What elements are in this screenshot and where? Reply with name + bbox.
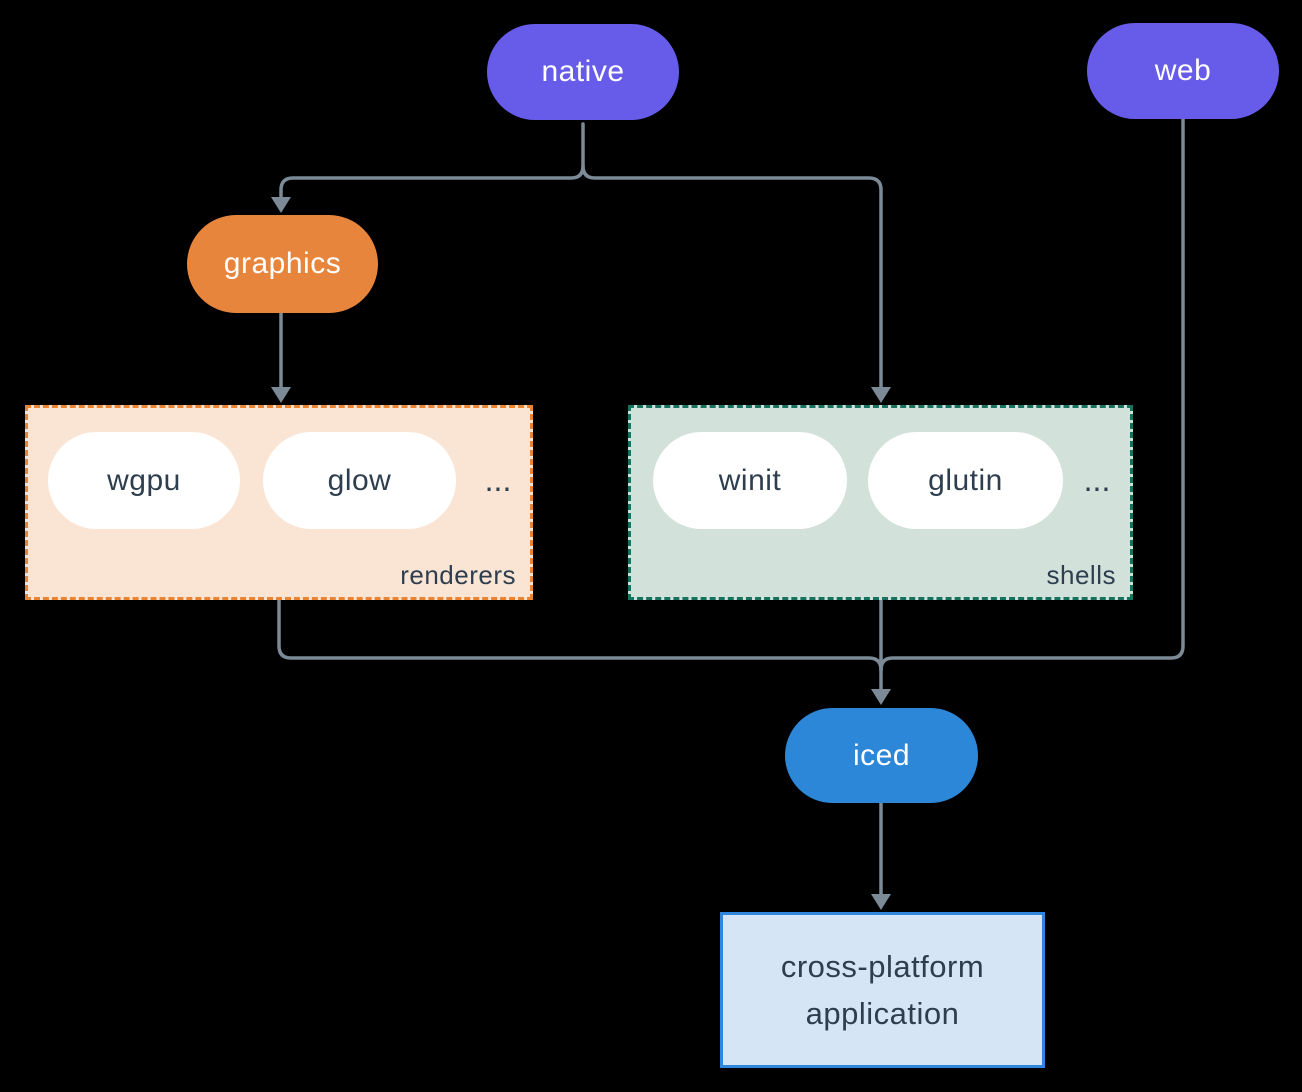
node-glow-label: glow — [327, 463, 392, 497]
group-renderers: wgpu glow ... renderers — [25, 405, 533, 600]
edge-renderers-to-merge — [277, 598, 883, 672]
shells-ellipsis: ... — [1083, 462, 1111, 498]
renderers-group-label: renderers — [400, 560, 516, 590]
node-cross-platform-application: cross-platform application — [720, 912, 1045, 1068]
node-graphics: graphics — [187, 215, 378, 313]
node-iced: iced — [785, 708, 978, 803]
node-winit: winit — [653, 432, 847, 529]
node-glutin: glutin — [868, 432, 1063, 529]
shells-group-label: shells — [1046, 560, 1116, 590]
arrowhead-into-graphics-icon — [271, 197, 291, 213]
node-wgpu: wgpu — [48, 432, 240, 529]
group-shells: winit glutin ... shells — [628, 405, 1133, 600]
node-winit-label: winit — [718, 463, 782, 497]
app-label-line2: application — [805, 996, 960, 1031]
edge-native-split-left — [279, 122, 585, 199]
node-web: web — [1087, 23, 1279, 119]
node-glutin-label: glutin — [928, 463, 1003, 497]
arrowhead-into-renderers-icon — [271, 387, 291, 403]
node-graphics-label: graphics — [223, 247, 342, 280]
app-label-line1: cross-platform — [780, 949, 985, 984]
node-web-label: web — [1154, 54, 1212, 87]
node-native: native — [487, 24, 679, 120]
arrowhead-into-iced-icon — [871, 689, 891, 705]
arrowhead-into-shells-icon — [871, 387, 891, 403]
node-iced-label: iced — [852, 738, 911, 772]
renderers-ellipsis: ... — [484, 462, 512, 498]
node-wgpu-label: wgpu — [107, 463, 181, 497]
arrowhead-into-app-icon — [871, 894, 891, 910]
node-native-label: native — [541, 55, 625, 88]
node-glow: glow — [263, 432, 456, 529]
edge-native-split-right — [581, 164, 883, 389]
